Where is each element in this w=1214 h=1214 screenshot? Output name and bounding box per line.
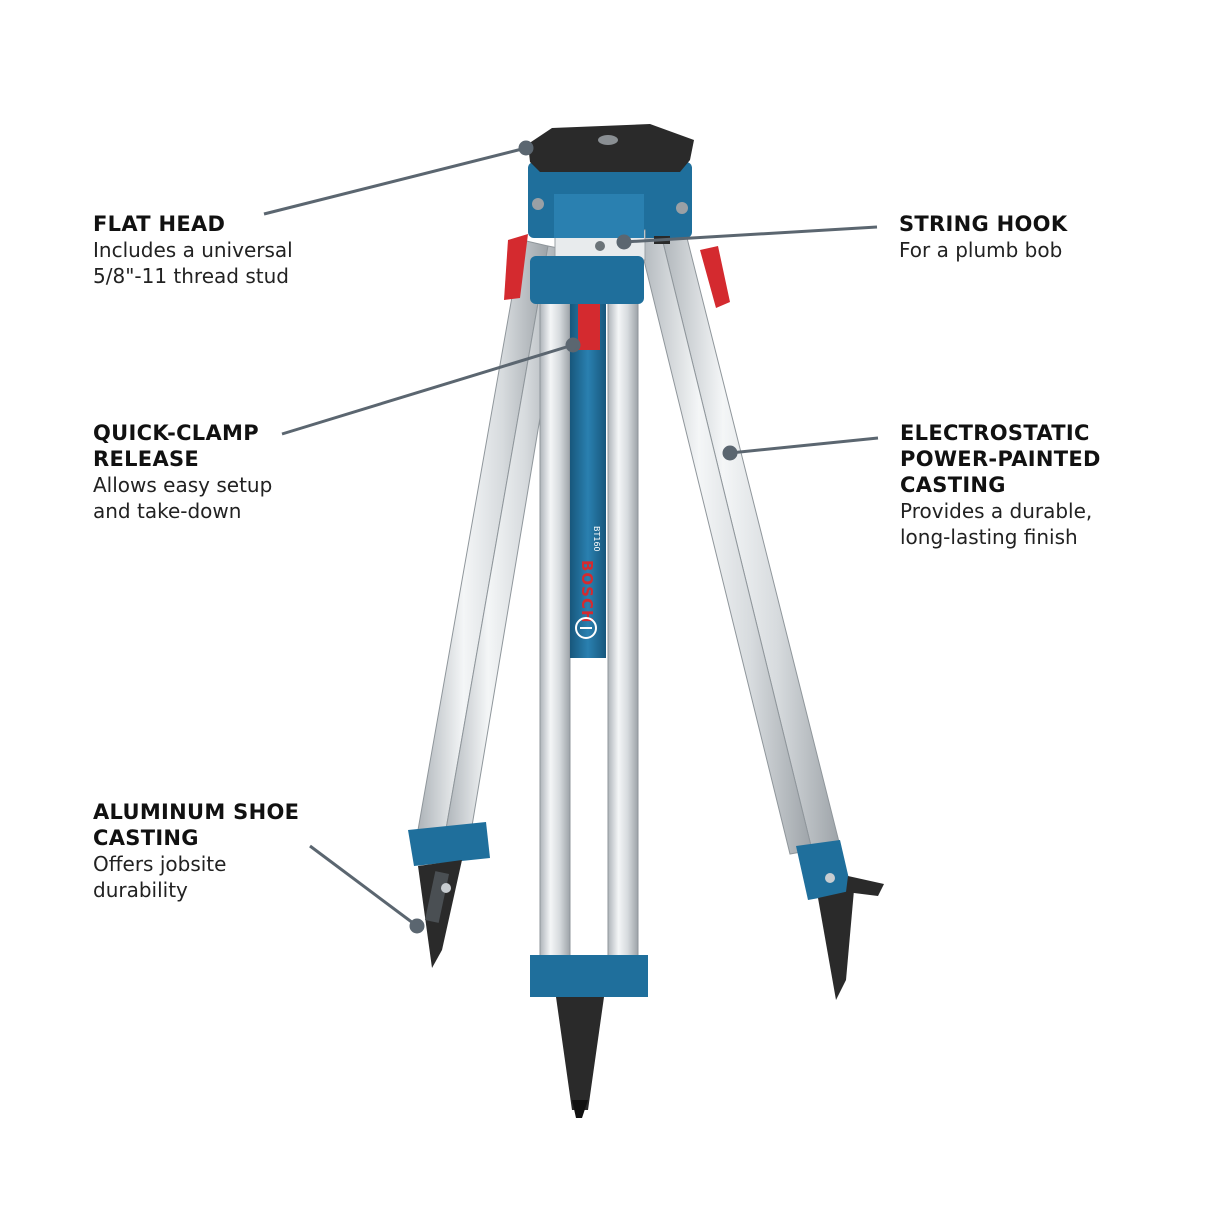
callout-shoe-desc: Offers jobsite durability <box>93 852 227 902</box>
center-leg-shoe <box>556 997 604 1110</box>
leader-dot-casting <box>722 445 738 461</box>
callout-flat-head-title: FLAT HEAD <box>93 212 226 236</box>
center-leg-rail-right <box>607 289 639 971</box>
leader-dot-string-hook <box>616 234 632 250</box>
head-knob-left <box>532 198 544 210</box>
leader-quick-clamp <box>281 343 574 436</box>
leader-dot-shoe <box>409 918 425 934</box>
right-leg-shoe <box>818 890 854 1000</box>
center-leg: BOSCH BT160 <box>530 282 648 1118</box>
callout-flat-head: FLAT HEAD Includes a universal 5/8"-11 t… <box>93 211 293 289</box>
right-leg-clamp <box>700 246 730 308</box>
tripod-head <box>528 124 694 304</box>
bosch-logo-icon <box>575 617 597 639</box>
center-leg-collar <box>530 955 648 997</box>
callout-casting-title: ELECTROSTATIC POWER-PAINTED CASTING <box>900 421 1101 497</box>
right-leg-foot-pedal <box>846 876 884 896</box>
callout-casting-desc: Provides a durable, long-lasting finish <box>900 499 1093 549</box>
brand-label: BOSCH <box>578 560 596 624</box>
right-leg-collar <box>796 840 852 900</box>
leader-flat-head <box>263 146 527 216</box>
thread-stud <box>598 135 618 145</box>
callout-casting: ELECTROSTATIC POWER-PAINTED CASTING Prov… <box>900 420 1101 550</box>
right-leg <box>637 225 884 1000</box>
center-leg-rail-left <box>539 289 571 971</box>
right-leg-bolt <box>825 873 835 883</box>
right-leg-rail-outer <box>659 225 841 851</box>
center-leg-tip <box>572 1100 588 1118</box>
callout-string-hook: STRING HOOK For a plumb bob <box>899 211 1067 263</box>
callout-shoe: ALUMINUM SHOE CASTING Offers jobsite dur… <box>93 799 299 903</box>
callout-quick-clamp: QUICK-CLAMP RELEASE Allows easy setup an… <box>93 420 272 524</box>
callout-shoe-title: ALUMINUM SHOE CASTING <box>93 800 300 850</box>
leader-casting <box>729 436 879 455</box>
string-hook <box>595 241 605 251</box>
callout-string-hook-desc: For a plumb bob <box>899 238 1063 262</box>
callout-quick-clamp-title: QUICK-CLAMP RELEASE <box>93 421 259 471</box>
callout-string-hook-title: STRING HOOK <box>899 212 1068 236</box>
callout-quick-clamp-desc: Allows easy setup and take-down <box>93 473 273 523</box>
callout-flat-head-desc: Includes a universal 5/8"-11 thread stud <box>93 238 293 288</box>
head-lower-collar <box>530 256 644 304</box>
leader-string-hook <box>623 225 878 244</box>
leader-shoe <box>309 844 418 928</box>
leader-dot-flat-head <box>518 140 534 156</box>
leader-dot-quick-clamp <box>565 337 581 353</box>
leader-lines <box>263 140 879 934</box>
left-leg <box>408 234 569 968</box>
head-block <box>554 194 644 238</box>
left-leg-bolt <box>441 883 451 893</box>
model-label: BT160 <box>592 526 601 552</box>
center-leg-blue-strip <box>570 300 606 658</box>
head-knob-right <box>676 202 688 214</box>
left-leg-clamp <box>504 234 528 300</box>
left-leg-collar <box>408 822 490 866</box>
right-leg-rail-inner <box>637 229 813 855</box>
flat-head-plate <box>528 124 694 172</box>
